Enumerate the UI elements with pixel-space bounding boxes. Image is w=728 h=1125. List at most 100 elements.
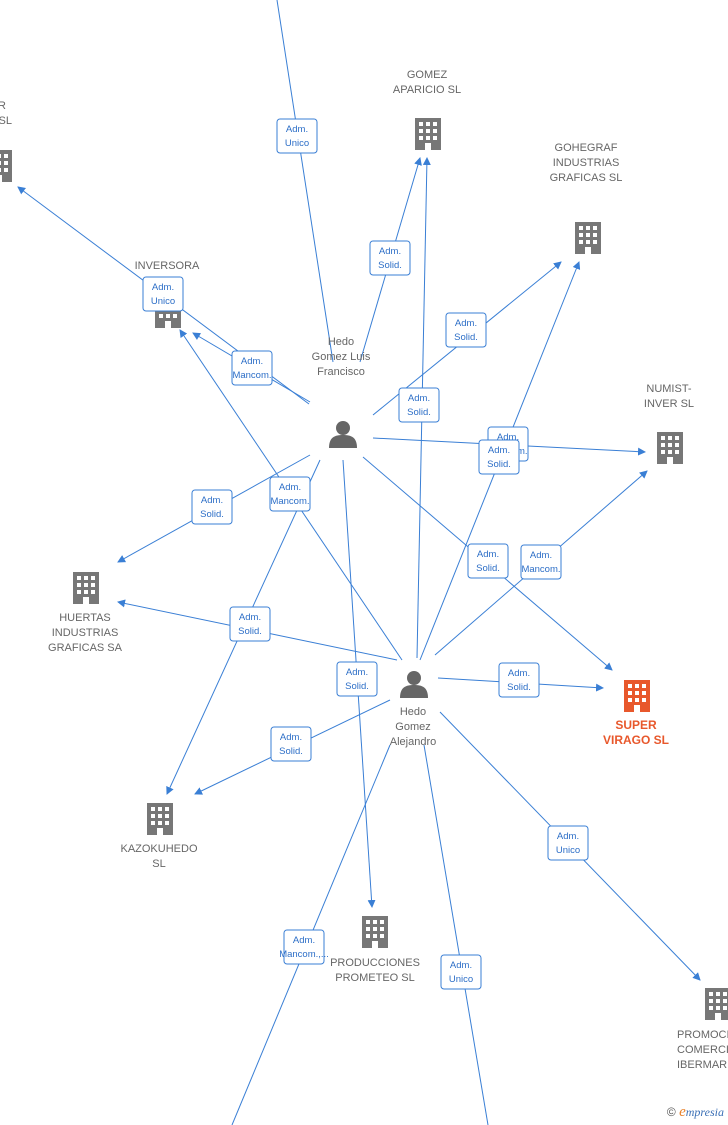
edge-label-frame <box>270 726 312 762</box>
node-label-line: Gomez <box>395 721 430 733</box>
edge-hedo_alejandro-to-bottom_offscreen <box>423 744 489 1125</box>
building-icon <box>657 432 683 464</box>
edge-label-box[interactable]: Adm. Mancom. <box>269 476 311 512</box>
edge-label-text: Adm. <box>201 495 223 506</box>
edge-label-text: Adm. <box>241 356 263 367</box>
edge-label-text: Solid. <box>200 509 224 520</box>
edge-label-box[interactable]: Adm.Solid. <box>229 606 271 642</box>
building-icon <box>705 988 728 1020</box>
edge-label-box[interactable]: Adm. Solid. <box>498 662 540 698</box>
edge-label-frame <box>336 661 378 697</box>
edge-label-text: Adm. <box>346 667 368 678</box>
edge-label-box[interactable]: Adm. Solid. <box>369 240 411 276</box>
edge-label-text: Mancom. <box>232 370 271 381</box>
edge-label-box[interactable]: Adm.Solid. <box>467 543 509 579</box>
edge-label-text: Adm. <box>239 612 261 623</box>
brand-watermark: © empresia <box>667 1104 724 1121</box>
node-label-line: PROMETEO SL <box>335 972 414 984</box>
edge-label-text: Adm. <box>286 124 308 135</box>
edge-label-box[interactable]: Adm.Mancom. <box>520 544 562 580</box>
edge-label-text: Solid. <box>378 260 402 271</box>
node-label-line: IBERMAR <box>677 1059 727 1071</box>
node-top_left[interactable]: RSL <box>0 100 12 182</box>
node-label-line: GRAFICAS SL <box>550 172 623 184</box>
edge-label-text: Solid. <box>487 459 511 470</box>
edge-label-text: Solid. <box>507 682 531 693</box>
brand-name: mpresia <box>685 1105 724 1119</box>
person-icon <box>400 671 428 698</box>
edge-label-box[interactable]: Adm.Unico <box>440 954 482 990</box>
edge-label-box[interactable]: Adm. Solid. <box>191 489 233 525</box>
edge-label-box[interactable]: Adm. Unico <box>276 118 318 154</box>
edge-top_offscreen-to-hedo_luis <box>276 0 334 363</box>
edge-label-frame <box>191 489 233 525</box>
edge-label-text: Adm. <box>379 246 401 257</box>
edge-label-text: Adm. <box>152 282 174 293</box>
edge-label-text: Adm. <box>280 732 302 743</box>
node-label-line: INDUSTRIAS <box>52 627 119 639</box>
edge-label-text: Solid. <box>279 746 303 757</box>
edge-label-box[interactable]: Adm.Solid. <box>445 312 487 348</box>
edge-label-box[interactable]: Adm. Mancom. <box>231 350 273 386</box>
edge-labels-layer: Adm.UnicoAdm.Solid.Adm.Solid.Adm.UnicoAd… <box>142 118 589 990</box>
node-label-line: GOMEZ <box>407 69 448 81</box>
edge-label-frame <box>231 350 273 386</box>
node-label-line: Hedo <box>328 336 354 348</box>
node-label-line: NUMIST- <box>646 383 692 395</box>
edge-label-text: Mancom.,... <box>279 949 329 960</box>
edge-label-text: Adm. <box>557 831 579 842</box>
node-gomez_aparicio[interactable]: GOMEZ APARICIO SL <box>393 69 461 150</box>
edge-label-box[interactable]: Adm. Solid. <box>336 661 378 697</box>
node-label-line: Gomez Luis <box>312 351 371 363</box>
node-numist[interactable]: NUMIST-INVER SL <box>644 383 694 464</box>
building-icon <box>0 150 12 182</box>
edge-label-text: Adm. <box>488 445 510 456</box>
edge-label-frame <box>547 825 589 861</box>
edge-label-text: Adm. <box>530 550 552 561</box>
edge-label-box[interactable]: Adm.Solid. <box>398 387 440 423</box>
edge-label-text: Adm. <box>497 432 519 443</box>
node-label-line: INVERSORA <box>135 260 200 272</box>
edge-label-text: Adm. <box>293 935 315 946</box>
copyright-symbol: © <box>666 1105 676 1119</box>
node-label-line: INDUSTRIAS <box>553 157 620 169</box>
node-label-line: HUERTAS <box>59 612 111 624</box>
edge-label-text: Solid. <box>345 681 369 692</box>
node-label-line: SUPER <box>615 718 657 732</box>
node-inversora[interactable]: INVERSORA <box>135 260 200 328</box>
node-promoci[interactable]: PROMOCI COMERCI IBERMAR <box>677 988 728 1071</box>
edge-label-frame <box>229 606 271 642</box>
edge-label-box[interactable]: Adm. Solid. <box>270 726 312 762</box>
building-icon <box>147 803 173 835</box>
node-label-line: PRODUCCIONES <box>330 957 420 969</box>
edge-label-box[interactable]: Adm.Unico <box>142 276 184 312</box>
building-icon <box>624 680 650 712</box>
edge-label-text: Solid. <box>476 563 500 574</box>
edge-label-text: Adm. <box>279 482 301 493</box>
node-producciones[interactable]: PRODUCCIONES PROMETEO SL <box>330 916 420 984</box>
node-label-line: APARICIO SL <box>393 84 461 96</box>
edge-label-box[interactable]: Adm. Solid. <box>478 439 520 475</box>
node-gohegraf[interactable]: GOHEGRAF INDUSTRIAS GRAFICAS SL <box>550 142 623 254</box>
node-label-line: PROMOCI <box>677 1029 728 1041</box>
node-label-line: GOHEGRAF <box>555 142 618 154</box>
edge-label-box[interactable]: Adm. Mancom.,... <box>279 929 329 965</box>
edge-label-text: Unico <box>285 138 309 149</box>
nodes-layer: GOMEZ APARICIO SL GOHEGRAF INDUSTRIAS GRAFIC… <box>0 69 728 1071</box>
edge-label-text: Mancom. <box>270 496 309 507</box>
node-label-line: VIRAGO SL <box>603 733 669 747</box>
edge-label-frame <box>269 476 311 512</box>
node-label-line: Francisco <box>317 366 365 378</box>
edge-label-text: Adm. <box>508 668 530 679</box>
edge-label-box[interactable]: Adm.Unico <box>547 825 589 861</box>
node-label-line: COMERCI <box>677 1044 728 1056</box>
edge-label-text: Solid. <box>454 332 478 343</box>
edge-label-text: Unico <box>449 974 473 985</box>
edge-label-frame <box>520 544 562 580</box>
edge-label-frame <box>283 929 325 965</box>
